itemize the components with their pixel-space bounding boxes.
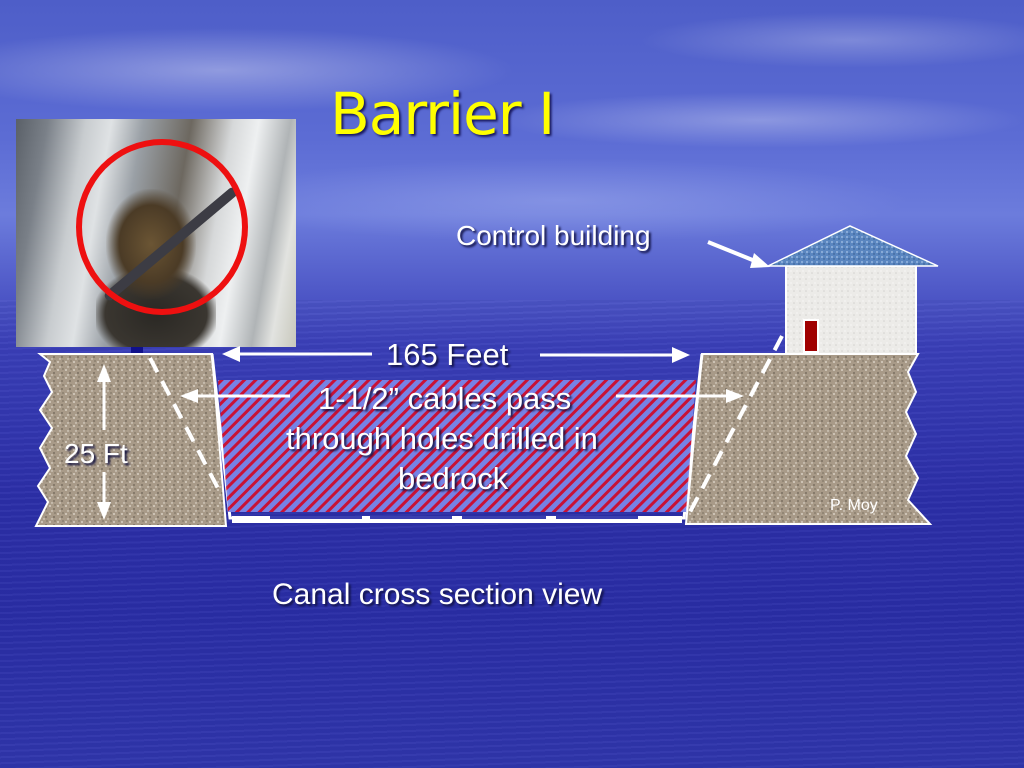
width-arrow-right [672, 347, 690, 363]
depth-arrow-down [97, 502, 111, 520]
cables-label-line1: 1-1/2” cables pass [318, 381, 572, 416]
cables-label-line2: through holes drilled in [286, 421, 598, 456]
canal-bottom [232, 516, 682, 523]
control-building-door [803, 319, 819, 353]
slide-title: Barrier I [330, 80, 555, 148]
highlight-circle [76, 139, 248, 315]
right-bedrock [684, 353, 933, 525]
width-arrow-left [222, 346, 240, 362]
width-label: 165 Feet [386, 337, 509, 372]
cables-label-line3: bedrock [398, 461, 509, 496]
left-marker [131, 347, 143, 353]
control-building-arrowhead [750, 253, 770, 268]
cable-photo [16, 119, 296, 347]
cable-arrow-left [180, 389, 198, 403]
caption: Canal cross section view [272, 578, 603, 611]
control-building-label: Control building [456, 220, 651, 251]
depth-arrow-up [97, 364, 111, 382]
canal-water [218, 380, 696, 512]
control-building-wall [785, 265, 917, 355]
left-bedrock [34, 353, 228, 527]
depth-label: 25 Ft [64, 438, 128, 469]
credit-label: P. Moy [830, 497, 878, 514]
right-drill-line [688, 335, 784, 513]
control-building-roof [767, 225, 939, 267]
cable-arrow-right [726, 389, 744, 403]
